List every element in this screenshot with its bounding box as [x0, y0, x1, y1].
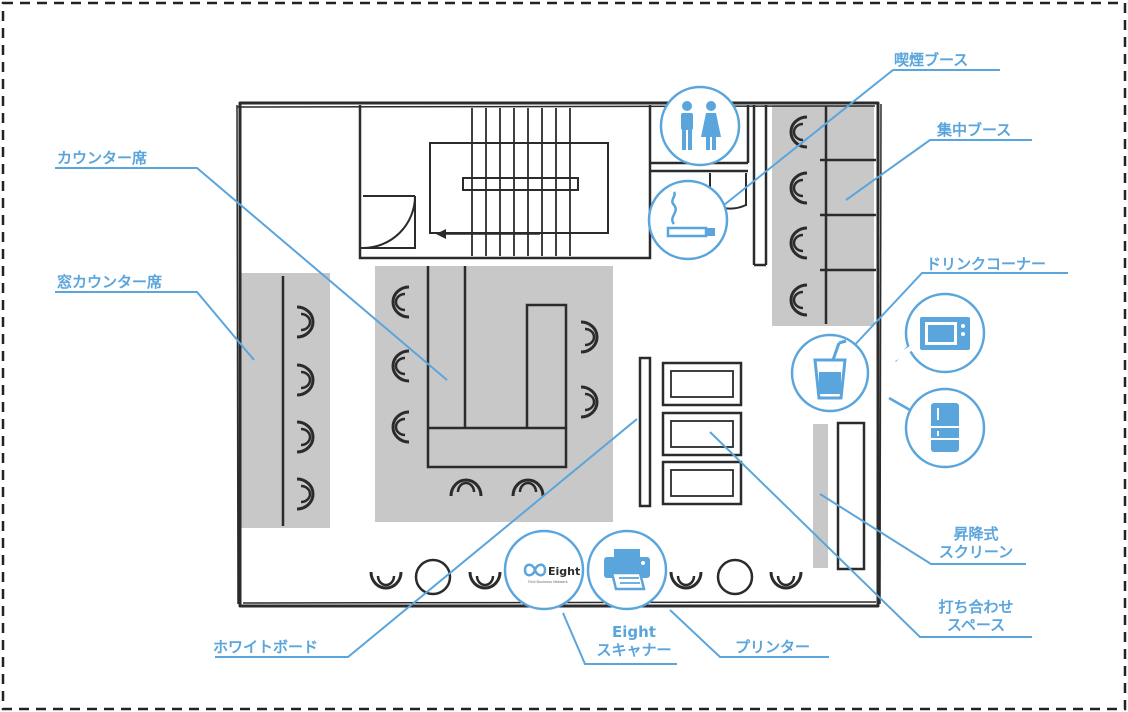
microwave-icon	[887, 292, 986, 374]
leader-smoking	[723, 69, 1000, 206]
meeting-tables	[661, 361, 743, 506]
eight-logo-name: Eight	[548, 565, 580, 578]
leader-counter	[55, 167, 448, 381]
whiteboard	[638, 356, 652, 508]
label-meeting-space-line2: スペース	[946, 616, 1006, 634]
bottom-row-seats	[369, 558, 803, 596]
seat-areas	[240, 105, 874, 568]
focus-booth-partitions	[820, 106, 876, 324]
leader-printer	[669, 609, 829, 658]
label-lift-screen-line1: 昇降式	[953, 525, 999, 543]
printer-icon	[586, 529, 668, 611]
label-whiteboard: ホワイトボード	[213, 638, 319, 656]
counter-area	[375, 266, 613, 522]
outer-walls	[236, 101, 882, 608]
label-smoking-booth: 喫煙ブース	[894, 51, 969, 69]
smoking-icon	[647, 179, 729, 261]
leader-focus	[845, 139, 1032, 201]
central-counter	[426, 266, 568, 469]
window-counter-area	[240, 273, 330, 528]
label-eight-scanner-line2: スキャナー	[596, 641, 672, 659]
leader-drink	[849, 272, 1068, 351]
leader-meeting	[709, 431, 1032, 638]
label-lift-screen-line2: スクリーン	[938, 543, 1014, 561]
leader-eight	[562, 612, 677, 665]
leader-window-counter	[55, 291, 255, 361]
label-printer: プリンター	[735, 638, 811, 656]
screen-area	[813, 424, 828, 568]
eight-logo-tagline: Find Business Network	[528, 580, 568, 584]
restroom-icon	[659, 85, 741, 167]
drink-cup-icon	[790, 333, 870, 413]
stairwell	[358, 105, 652, 260]
leader-screen	[819, 493, 1026, 565]
label-meeting-space: 打ち合わせ スペース	[924, 598, 1028, 634]
leader-lines	[55, 69, 1068, 665]
label-drink-corner: ドリンクコーナー	[926, 255, 1047, 273]
lift-screen	[836, 421, 866, 571]
label-meeting-space-line1: 打ち合わせ	[938, 598, 1014, 616]
leader-whiteboard	[215, 418, 638, 658]
label-eight-scanner: Eight スキャナー	[582, 623, 686, 659]
label-focus-booth: 集中ブース	[937, 121, 1012, 139]
eight-logo-icon: Eight Find Business Network	[503, 529, 585, 611]
label-eight-scanner-line1: Eight	[612, 623, 656, 641]
label-counter-seats: カウンター席	[57, 149, 148, 167]
label-window-counter-seats: 窓カウンター席	[57, 273, 163, 291]
refrigerator-icon	[888, 387, 986, 469]
label-lift-screen: 昇降式 スクリーン	[924, 525, 1028, 561]
